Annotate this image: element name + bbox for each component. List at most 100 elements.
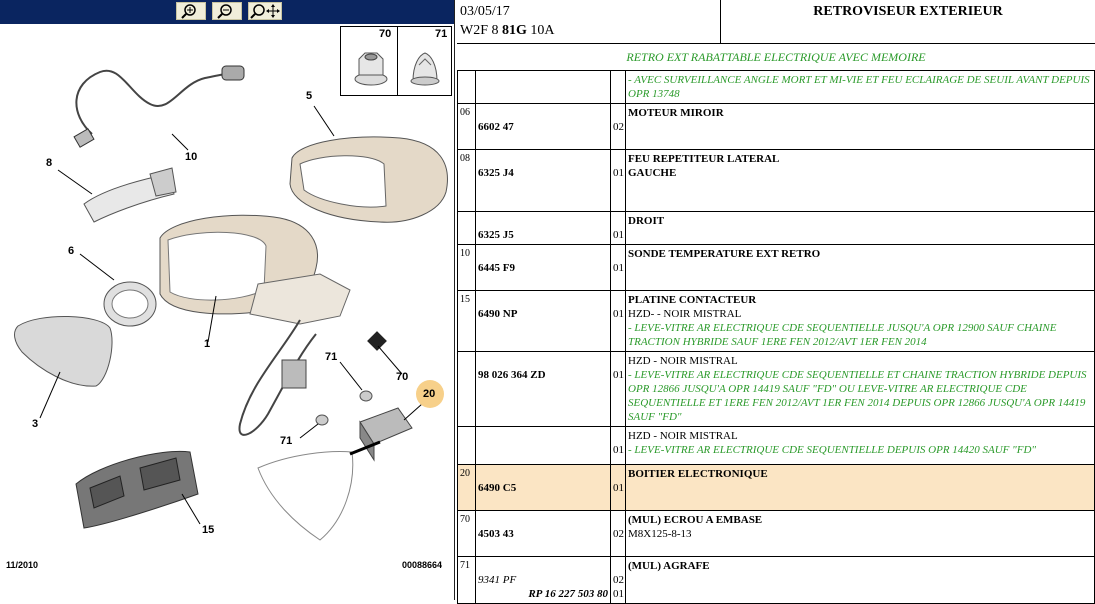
part-description: DROIT bbox=[625, 211, 1095, 245]
quantity: 01 bbox=[610, 244, 626, 291]
mirror-exploded-view bbox=[14, 65, 448, 541]
description-line: M8X125-8-13 bbox=[628, 528, 692, 540]
description-line: MOTEUR MIROIR bbox=[628, 107, 724, 119]
callout-71-top[interactable]: 71 bbox=[325, 351, 338, 363]
part-description: - AVEC SURVEILLANCE ANGLE MORT ET MI-VIE… bbox=[625, 70, 1095, 104]
callout-15[interactable]: 15 bbox=[202, 524, 215, 536]
diagram-date: 11/2010 bbox=[6, 560, 39, 570]
part-reference[interactable]: 6490 NP bbox=[475, 290, 611, 352]
row-index bbox=[457, 351, 476, 427]
callout-3[interactable]: 3 bbox=[32, 418, 39, 430]
nut-illustration bbox=[354, 52, 388, 86]
row-index: 71 bbox=[457, 556, 476, 604]
applicability-note: - LEVE-VITRE AR ELECTRIQUE CDE SEQUENTIE… bbox=[628, 444, 1037, 456]
row-index: 15 bbox=[457, 290, 476, 352]
diagram-toolbar bbox=[0, 0, 454, 24]
callout-71-bottom[interactable]: 71 bbox=[280, 435, 293, 447]
part-reference[interactable]: 4503 43 bbox=[475, 510, 611, 557]
quantity: 01 bbox=[610, 211, 626, 245]
callout-20[interactable]: 20 bbox=[423, 388, 436, 400]
parts-table: - AVEC SURVEILLANCE ANGLE MORT ET MI-VIE… bbox=[457, 70, 1095, 604]
diagram-number: 00088664 bbox=[402, 560, 443, 570]
zoom-fit-icon bbox=[250, 4, 280, 19]
part-reference[interactable]: 6325 J4 bbox=[475, 149, 611, 212]
parts-list-panel: 03/05/17 W2F 8 81G 10A RETROVISEUR EXTER… bbox=[457, 0, 1095, 604]
part-reference[interactable]: 6490 C5 bbox=[475, 464, 611, 511]
part-description: HZD - NOIR MISTRAL - LEVE-VITRE AR ELECTR… bbox=[625, 426, 1095, 465]
header-divider bbox=[720, 0, 721, 43]
zoom-out-icon bbox=[217, 4, 232, 19]
description-line: PLATINE CONTACTEUR bbox=[628, 294, 757, 306]
applicability-note: - LEVE-VITRE AR ELECTRIQUE CDE SEQUENTIE… bbox=[628, 369, 1087, 423]
row-index: 06 bbox=[457, 103, 476, 150]
part-reference[interactable] bbox=[475, 426, 611, 465]
part-description: MOTEUR MIROIR bbox=[625, 103, 1095, 150]
part-reference[interactable]: 98 026 364 ZD bbox=[475, 351, 611, 427]
callout-1[interactable]: 1 bbox=[204, 338, 211, 350]
row-index bbox=[457, 211, 476, 245]
zoom-fit-button[interactable] bbox=[248, 2, 282, 20]
part-description: SONDE TEMPERATURE EXT RETRO bbox=[625, 244, 1095, 291]
callout-10[interactable]: 10 bbox=[185, 151, 198, 163]
callout-6[interactable]: 6 bbox=[68, 245, 75, 257]
callout-70[interactable]: 70 bbox=[396, 371, 409, 383]
print-date: 03/05/17 bbox=[460, 4, 510, 19]
zoom-in-icon bbox=[181, 4, 196, 19]
zoom-out-button[interactable] bbox=[212, 2, 242, 20]
row-index bbox=[457, 426, 476, 465]
description-line: SONDE TEMPERATURE EXT RETRO bbox=[628, 248, 821, 260]
part-reference[interactable]: 6445 F9 bbox=[475, 244, 611, 291]
insert-label-71: 71 bbox=[435, 28, 448, 40]
quantity: 02 bbox=[610, 510, 626, 557]
description-line: FEU REPETITEUR LATERAL bbox=[628, 153, 780, 165]
panel-divider bbox=[454, 0, 457, 600]
quantity: 01 bbox=[610, 351, 626, 427]
row-index: 10 bbox=[457, 244, 476, 291]
table-row[interactable]: - AVEC SURVEILLANCE ANGLE MORT ET MI-VIE… bbox=[457, 70, 1095, 104]
row-index: 20 bbox=[457, 464, 476, 511]
part-description: HZD - NOIR MISTRAL - LEVE-VITRE AR ELECTR… bbox=[625, 351, 1095, 427]
insert-label-70: 70 bbox=[379, 28, 392, 40]
part-reference[interactable]: 6602 47 bbox=[475, 103, 611, 150]
part-description: BOITIER ELECTRONIQUE bbox=[625, 464, 1095, 511]
clip-illustration bbox=[410, 52, 440, 86]
row-index: 70 bbox=[457, 510, 476, 557]
description-line: BOITIER ELECTRONIQUE bbox=[628, 468, 768, 480]
row-index bbox=[457, 70, 476, 104]
quantity: 01 bbox=[610, 464, 626, 511]
description-line: HZD- - NOIR MISTRAL bbox=[628, 308, 742, 320]
part-reference[interactable] bbox=[475, 70, 611, 104]
part-description: (MUL) AGRAFE bbox=[625, 556, 1095, 604]
fastener-insert-box: 70 71 bbox=[340, 26, 452, 96]
quantity bbox=[610, 70, 626, 104]
quantity: 02 bbox=[610, 103, 626, 150]
quantity: 01 bbox=[610, 426, 626, 465]
description-line: GAUCHE bbox=[628, 167, 677, 179]
description-line: DROIT bbox=[628, 215, 665, 227]
callout-8[interactable]: 8 bbox=[46, 157, 53, 169]
zoom-in-button[interactable] bbox=[176, 2, 206, 20]
applicability-note: - LEVE-VITRE AR ELECTRIQUE CDE SEQUENTIE… bbox=[628, 322, 1057, 348]
callout-5[interactable]: 5 bbox=[306, 90, 313, 102]
part-reference[interactable]: 6325 J5 bbox=[475, 211, 611, 245]
description-line: HZD - NOIR MISTRAL bbox=[628, 430, 738, 442]
description-line: HZD - NOIR MISTRAL bbox=[628, 355, 738, 367]
section-subtitle: RETRO EXT RABATTABLE ELECTRIQUE AVEC MEM… bbox=[626, 50, 926, 64]
vehicle-code: W2F 8 81G 10A bbox=[460, 23, 555, 38]
parts-diagram-panel: 70 71 bbox=[0, 0, 454, 600]
description-line: (MUL) AGRAFE bbox=[628, 560, 710, 572]
quantity: 01 bbox=[610, 290, 626, 352]
